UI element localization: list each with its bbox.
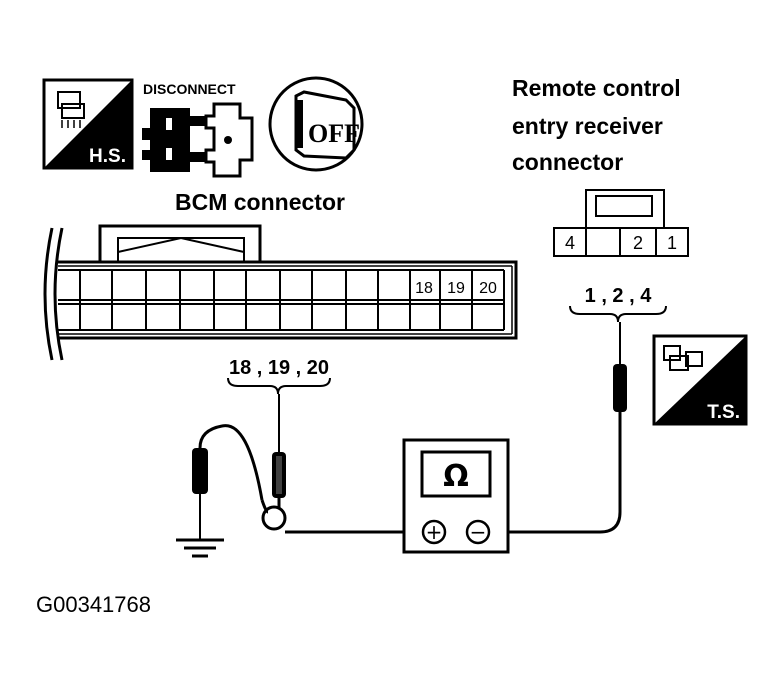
bcm-pin-20: 20 [479, 280, 497, 297]
test-leads [176, 322, 627, 558]
receiver-pin-4: 4 [565, 233, 575, 253]
receiver-title-line-2: entry receiver [512, 113, 663, 139]
receiver-connector: 4 2 1 [553, 189, 689, 257]
receiver-title-line-3: connector [512, 149, 623, 175]
receiver-probe-label: 1 , 2 , 4 [585, 285, 653, 307]
meter-plus-terminal: + [426, 520, 443, 544]
figure-id: G00341768 [36, 592, 151, 617]
receiver-pin-2: 2 [633, 233, 643, 253]
hs-label: H.S. [89, 146, 126, 167]
disconnect-label: DISCONNECT [143, 81, 236, 97]
receiver-title-line-1: Remote control [512, 75, 681, 101]
hs-icon: H.S. [42, 78, 134, 170]
receiver-pin-1: 1 [667, 233, 677, 253]
bcm-brace [227, 377, 331, 395]
ts-icon: T.S. [652, 334, 748, 426]
meter-minus-terminal: − [470, 520, 487, 544]
ts-label: T.S. [707, 402, 740, 423]
off-label: OFF [308, 119, 360, 148]
disconnect-icon: DISCONNECT [142, 81, 254, 178]
ohmmeter: Ω + − [402, 438, 510, 554]
ignition-off-icon: OFF [268, 76, 364, 172]
bcm-pin-19: 19 [447, 280, 465, 297]
bcm-probe-label: 18 , 19 , 20 [229, 357, 329, 379]
receiver-brace [569, 305, 667, 323]
bcm-connector-title: BCM connector [175, 189, 345, 215]
bcm-pin-18: 18 [415, 280, 433, 297]
ohm-symbol: Ω [443, 459, 469, 494]
bcm-connector: 18 19 20 [43, 224, 518, 361]
